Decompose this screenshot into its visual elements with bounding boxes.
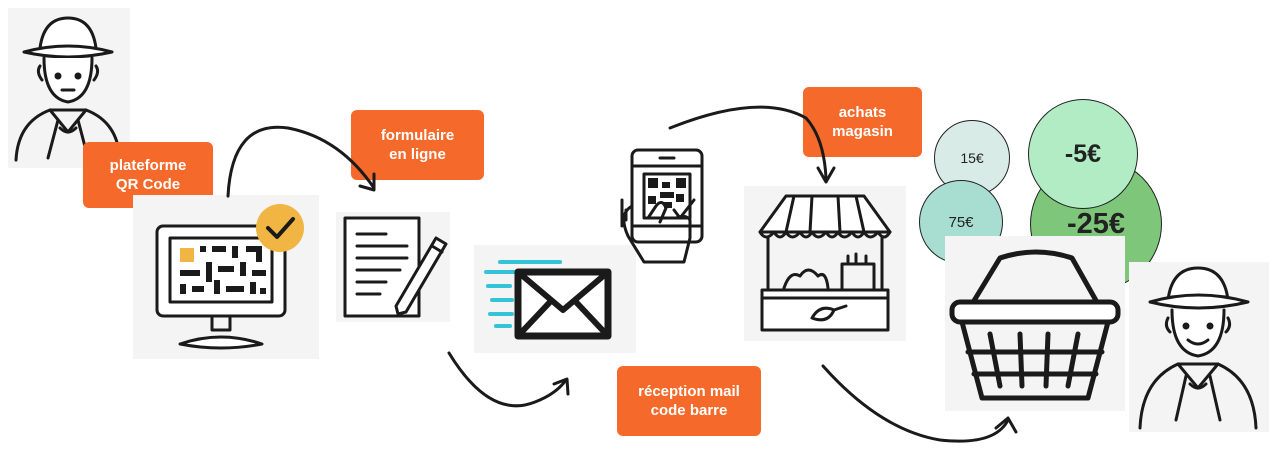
mail-tile [474, 245, 636, 353]
coin-15-label: 15€ [960, 150, 984, 166]
coin-25-label: -25€ [1066, 207, 1126, 240]
coin-5: -5€ [1028, 99, 1138, 209]
coin-5-label: -5€ [1064, 139, 1102, 168]
arrow-form-to-mail [447, 351, 568, 408]
person-right-tile [1129, 262, 1269, 432]
form-tile [336, 212, 450, 322]
label-mail: réception mail code barre [617, 366, 761, 436]
label-store: achats magasin [803, 87, 922, 157]
label-form: formulaire en ligne [351, 110, 484, 180]
monitor-tile [133, 195, 319, 359]
coin-75-label: 75€ [948, 213, 974, 231]
store-tile [744, 186, 906, 341]
basket-tile [945, 236, 1125, 411]
